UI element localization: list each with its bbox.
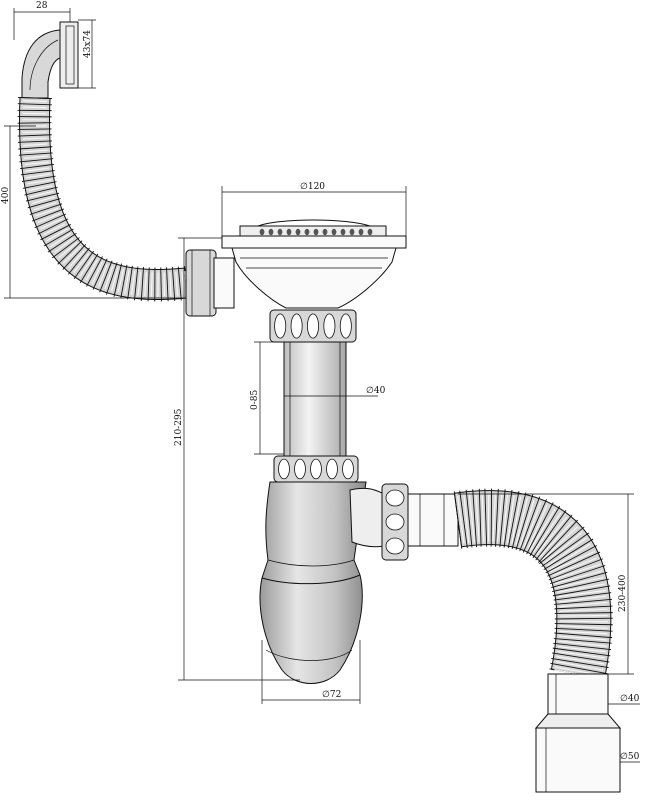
overflow-connector (185, 249, 217, 317)
dim-outlet-hose-length: 230-400 (618, 574, 628, 612)
overflow-elbow (21, 29, 61, 99)
dim-overflow-width: 28 (36, 1, 48, 11)
outlet-corrugated-hose (453, 488, 613, 680)
dim-total-height: 210-295 (174, 408, 184, 446)
overflow-assembly (17, 21, 235, 317)
overflow-plate (59, 21, 79, 89)
dim-tube-adjust: 0-85 (250, 390, 260, 410)
bottle-body (259, 481, 367, 684)
dimension-lines (4, 8, 640, 763)
strainer-bowl (231, 247, 397, 309)
vertical-tube (283, 341, 347, 457)
dim-bottle-diameter: ∅72 (322, 690, 341, 700)
dim-outlet-diameter-inner: ∅40 (620, 694, 640, 704)
lower-nut (273, 455, 359, 483)
dim-overflow-hose-length: 400 (1, 187, 11, 204)
dim-outlet-diameter-outer: ∅50 (620, 752, 640, 762)
dim-tube-diameter: ∅40 (366, 386, 386, 396)
strainer-flange (221, 235, 407, 249)
sink-strainer (221, 219, 407, 309)
strainer-grate (259, 228, 373, 236)
outlet-spigot (407, 493, 459, 547)
overflow-corrugated-hose (17, 97, 188, 302)
dim-strainer-diameter: ∅120 (300, 182, 325, 192)
bottle-trap (259, 481, 459, 684)
upper-nut (269, 309, 357, 343)
outlet-adapter (534, 673, 622, 793)
dim-overflow-plate: 43x74 (83, 30, 93, 58)
